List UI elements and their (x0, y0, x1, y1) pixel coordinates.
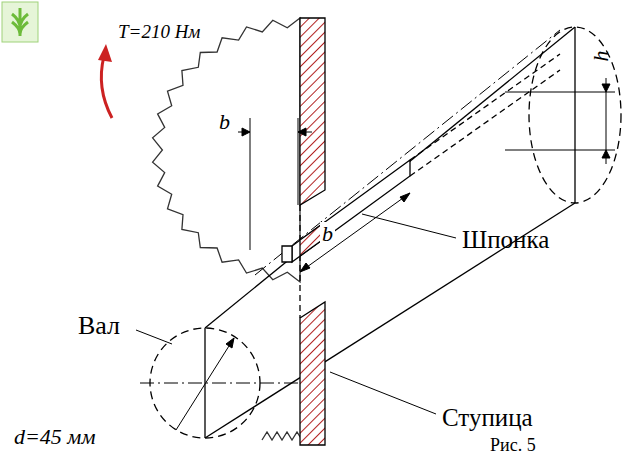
dimension-b (238, 118, 312, 250)
leader-lines (136, 214, 456, 430)
dimension-label: d=45 мм (14, 425, 95, 449)
key (282, 54, 560, 262)
figure-caption: Рис. 5 (490, 436, 536, 456)
part-name: Вал (78, 312, 120, 341)
gear-teeth (262, 432, 302, 440)
logo (2, 2, 38, 42)
torque-label: T=210 Нм (118, 22, 201, 43)
part-name: Шпонка (462, 226, 549, 254)
dimension-h (505, 78, 615, 164)
part-name: Ступица (442, 404, 533, 432)
dimension-b-length (300, 193, 410, 272)
shaft (140, 27, 621, 438)
dimension-label: b (219, 110, 230, 134)
dimension-label: b (320, 222, 335, 246)
dimension-label: h (589, 51, 613, 62)
gear-teeth (153, 18, 300, 282)
torque-arrow (98, 44, 112, 118)
